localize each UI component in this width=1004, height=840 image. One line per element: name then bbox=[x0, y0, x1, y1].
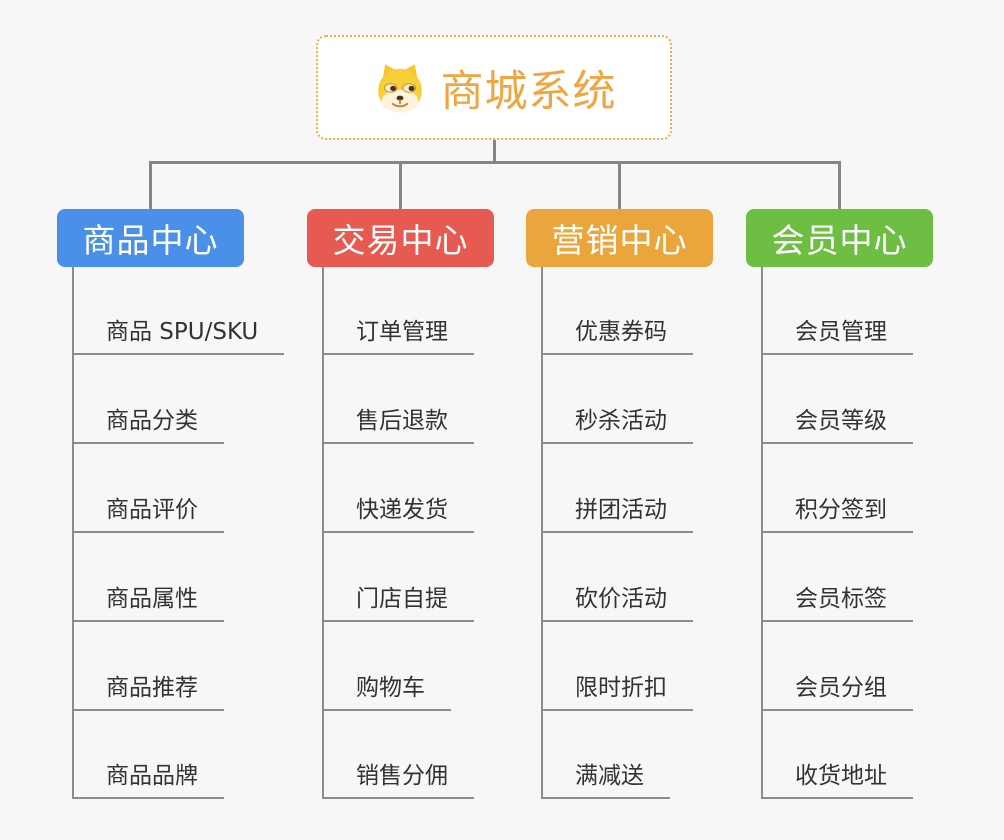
subtopic-item[interactable]: 售后退款 bbox=[322, 406, 474, 444]
subtopic-item[interactable]: 商品分类 bbox=[72, 406, 224, 444]
branch-column-marketing: 营销中心 优惠券码 秒杀活动 拼团活动 砍价活动 限时折扣 满减送 bbox=[526, 209, 761, 799]
subtopic-item[interactable]: 积分签到 bbox=[761, 495, 913, 533]
branch-column-trade: 交易中心 订单管理 售后退款 快递发货 门店自提 购物车 销售分佣 bbox=[307, 209, 542, 799]
connector-root-drop bbox=[493, 140, 496, 163]
root-title: 商城系统 bbox=[440, 66, 617, 117]
connector-branch-marketing bbox=[541, 267, 543, 799]
connector-drop-marketing bbox=[618, 163, 621, 210]
connector-branch-member bbox=[761, 267, 763, 799]
branch-node-trade[interactable]: 交易中心 bbox=[307, 209, 494, 267]
subtopic-item[interactable]: 优惠券码 bbox=[541, 317, 693, 355]
connector-drop-product bbox=[149, 163, 152, 210]
subtopic-item[interactable]: 商品品牌 bbox=[72, 761, 224, 799]
branch-node-member[interactable]: 会员中心 bbox=[746, 209, 933, 267]
subtopic-item[interactable]: 销售分佣 bbox=[322, 761, 474, 799]
subtopic-item[interactable]: 秒杀活动 bbox=[541, 406, 693, 444]
connector-branch-product bbox=[72, 267, 74, 799]
subtopic-item[interactable]: 满减送 bbox=[541, 761, 670, 799]
subtopic-item[interactable]: 购物车 bbox=[322, 673, 451, 711]
subtopic-item[interactable]: 会员管理 bbox=[761, 317, 913, 355]
subtopic-item[interactable]: 商品属性 bbox=[72, 584, 224, 622]
subtopic-item[interactable]: 限时折扣 bbox=[541, 673, 693, 711]
subtopic-item[interactable]: 会员标签 bbox=[761, 584, 913, 622]
connector-drop-trade bbox=[399, 163, 402, 210]
subtopic-item[interactable]: 会员等级 bbox=[761, 406, 913, 444]
subtopic-item[interactable]: 订单管理 bbox=[322, 317, 474, 355]
subtopic-item[interactable]: 快递发货 bbox=[322, 495, 474, 533]
subtopic-item[interactable]: 会员分组 bbox=[761, 673, 913, 711]
branch-column-member: 会员中心 会员管理 会员等级 积分签到 会员标签 会员分组 收货地址 bbox=[746, 209, 981, 799]
connector-drop-member bbox=[838, 163, 841, 210]
branch-node-marketing[interactable]: 营销中心 bbox=[526, 209, 713, 267]
branch-node-product[interactable]: 商品中心 bbox=[57, 209, 244, 267]
subtopic-item[interactable]: 砍价活动 bbox=[541, 584, 693, 622]
subtopic-item[interactable]: 收货地址 bbox=[761, 761, 913, 799]
subtopic-item[interactable]: 商品推荐 bbox=[72, 673, 224, 711]
branch-column-product: 商品中心 商品 SPU/SKU 商品分类 商品评价 商品属性 商品推荐 商品品牌 bbox=[57, 209, 292, 799]
subtopic-item[interactable]: 拼团活动 bbox=[541, 495, 693, 533]
subtopic-item[interactable]: 商品评价 bbox=[72, 495, 224, 533]
root-node[interactable]: 商城系统 bbox=[316, 35, 672, 140]
doge-icon bbox=[372, 60, 428, 116]
connector-branch-trade bbox=[322, 267, 324, 799]
subtopic-item[interactable]: 商品 SPU/SKU bbox=[72, 317, 285, 355]
connector-trunk bbox=[149, 161, 841, 164]
subtopic-item[interactable]: 门店自提 bbox=[322, 584, 474, 622]
